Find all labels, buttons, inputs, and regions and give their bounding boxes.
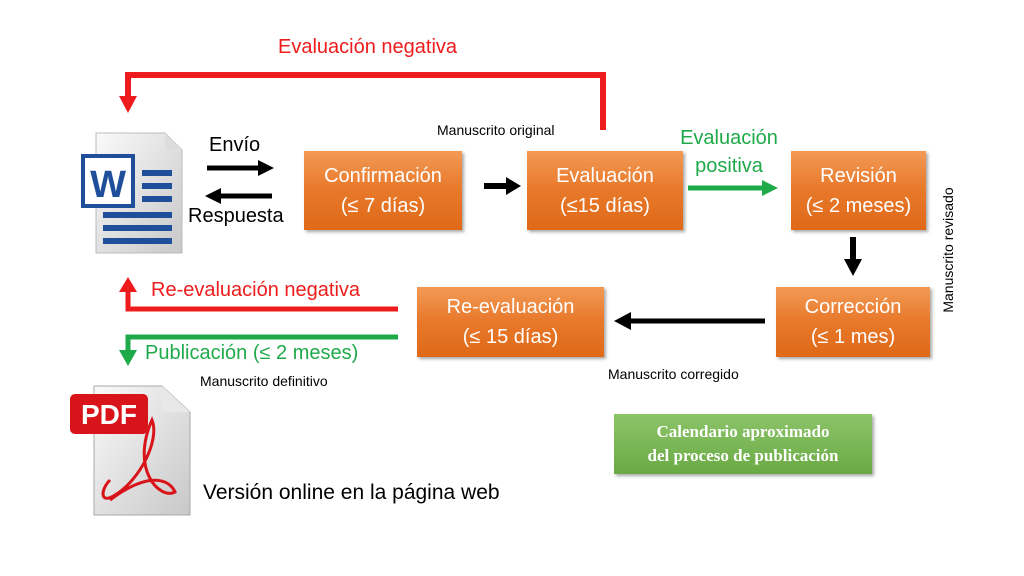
corrected-manuscript-label: Manuscrito corregido: [608, 366, 739, 382]
send-arrow: [207, 160, 274, 176]
original-manuscript-label: Manuscrito original: [437, 122, 555, 138]
confirm-to-eval-arrow: [484, 177, 521, 195]
re-negative-arrow: [119, 277, 398, 312]
step-revision: Revisión (≤ 2 meses): [791, 151, 926, 230]
correction-to-reevaluation-arrow: [614, 312, 765, 330]
label-line: positiva: [695, 155, 763, 177]
step-evaluation: Evaluación (≤15 días): [527, 151, 683, 230]
re-negative-label: Re-evaluación negativa: [151, 279, 361, 301]
step-re-evaluation: Re-evaluación (≤ 15 días): [417, 287, 604, 357]
reply-arrow: [205, 188, 272, 204]
step-time: (≤ 7 días): [340, 194, 426, 217]
step-confirmation: Confirmación (≤ 7 días): [304, 151, 462, 230]
label-line: Evaluación: [680, 127, 778, 149]
positive-arrow: [688, 180, 778, 196]
pdf-document-icon: PDF: [70, 385, 191, 516]
positive-evaluation-label: Evaluación positiva: [672, 124, 786, 180]
word-document-icon: W: [81, 132, 183, 254]
publication-arrow: [119, 334, 398, 366]
negative-evaluation-arrow: [125, 72, 606, 130]
step-name: Re-evaluación: [446, 296, 575, 318]
svg-text:W: W: [90, 164, 126, 206]
step-time: (≤ 1 mes): [810, 326, 896, 348]
negative-evaluation-label: Evaluación negativa: [278, 36, 458, 58]
step-name: Corrección: [804, 296, 902, 318]
step-name: Revisión: [820, 164, 897, 187]
calendar-note: Calendario aproximado del proceso de publ…: [614, 414, 872, 474]
step-name: Evaluación: [556, 164, 654, 187]
send-label: Envío: [209, 134, 261, 156]
revision-to-correction-arrow: [844, 237, 862, 276]
step-time: (≤15 días): [560, 194, 650, 217]
note-line: del proceso de publicación: [647, 446, 839, 465]
step-name: Confirmación: [324, 164, 442, 187]
step-correction: Corrección (≤ 1 mes): [776, 287, 930, 357]
step-time: (≤ 2 meses): [805, 194, 912, 217]
svg-text:PDF: PDF: [81, 399, 137, 430]
note-line: Calendario aproximado: [656, 422, 830, 441]
definitive-manuscript-label: Manuscrito definitivo: [200, 373, 328, 389]
step-time: (≤ 15 días): [462, 326, 559, 348]
reply-label: Respuesta: [188, 205, 284, 227]
revised-manuscript-label: Manuscrito revisado: [940, 187, 956, 312]
publication-label: Publicación (≤ 2 meses): [145, 342, 359, 364]
online-version-label: Versión online en la página web: [203, 481, 500, 504]
